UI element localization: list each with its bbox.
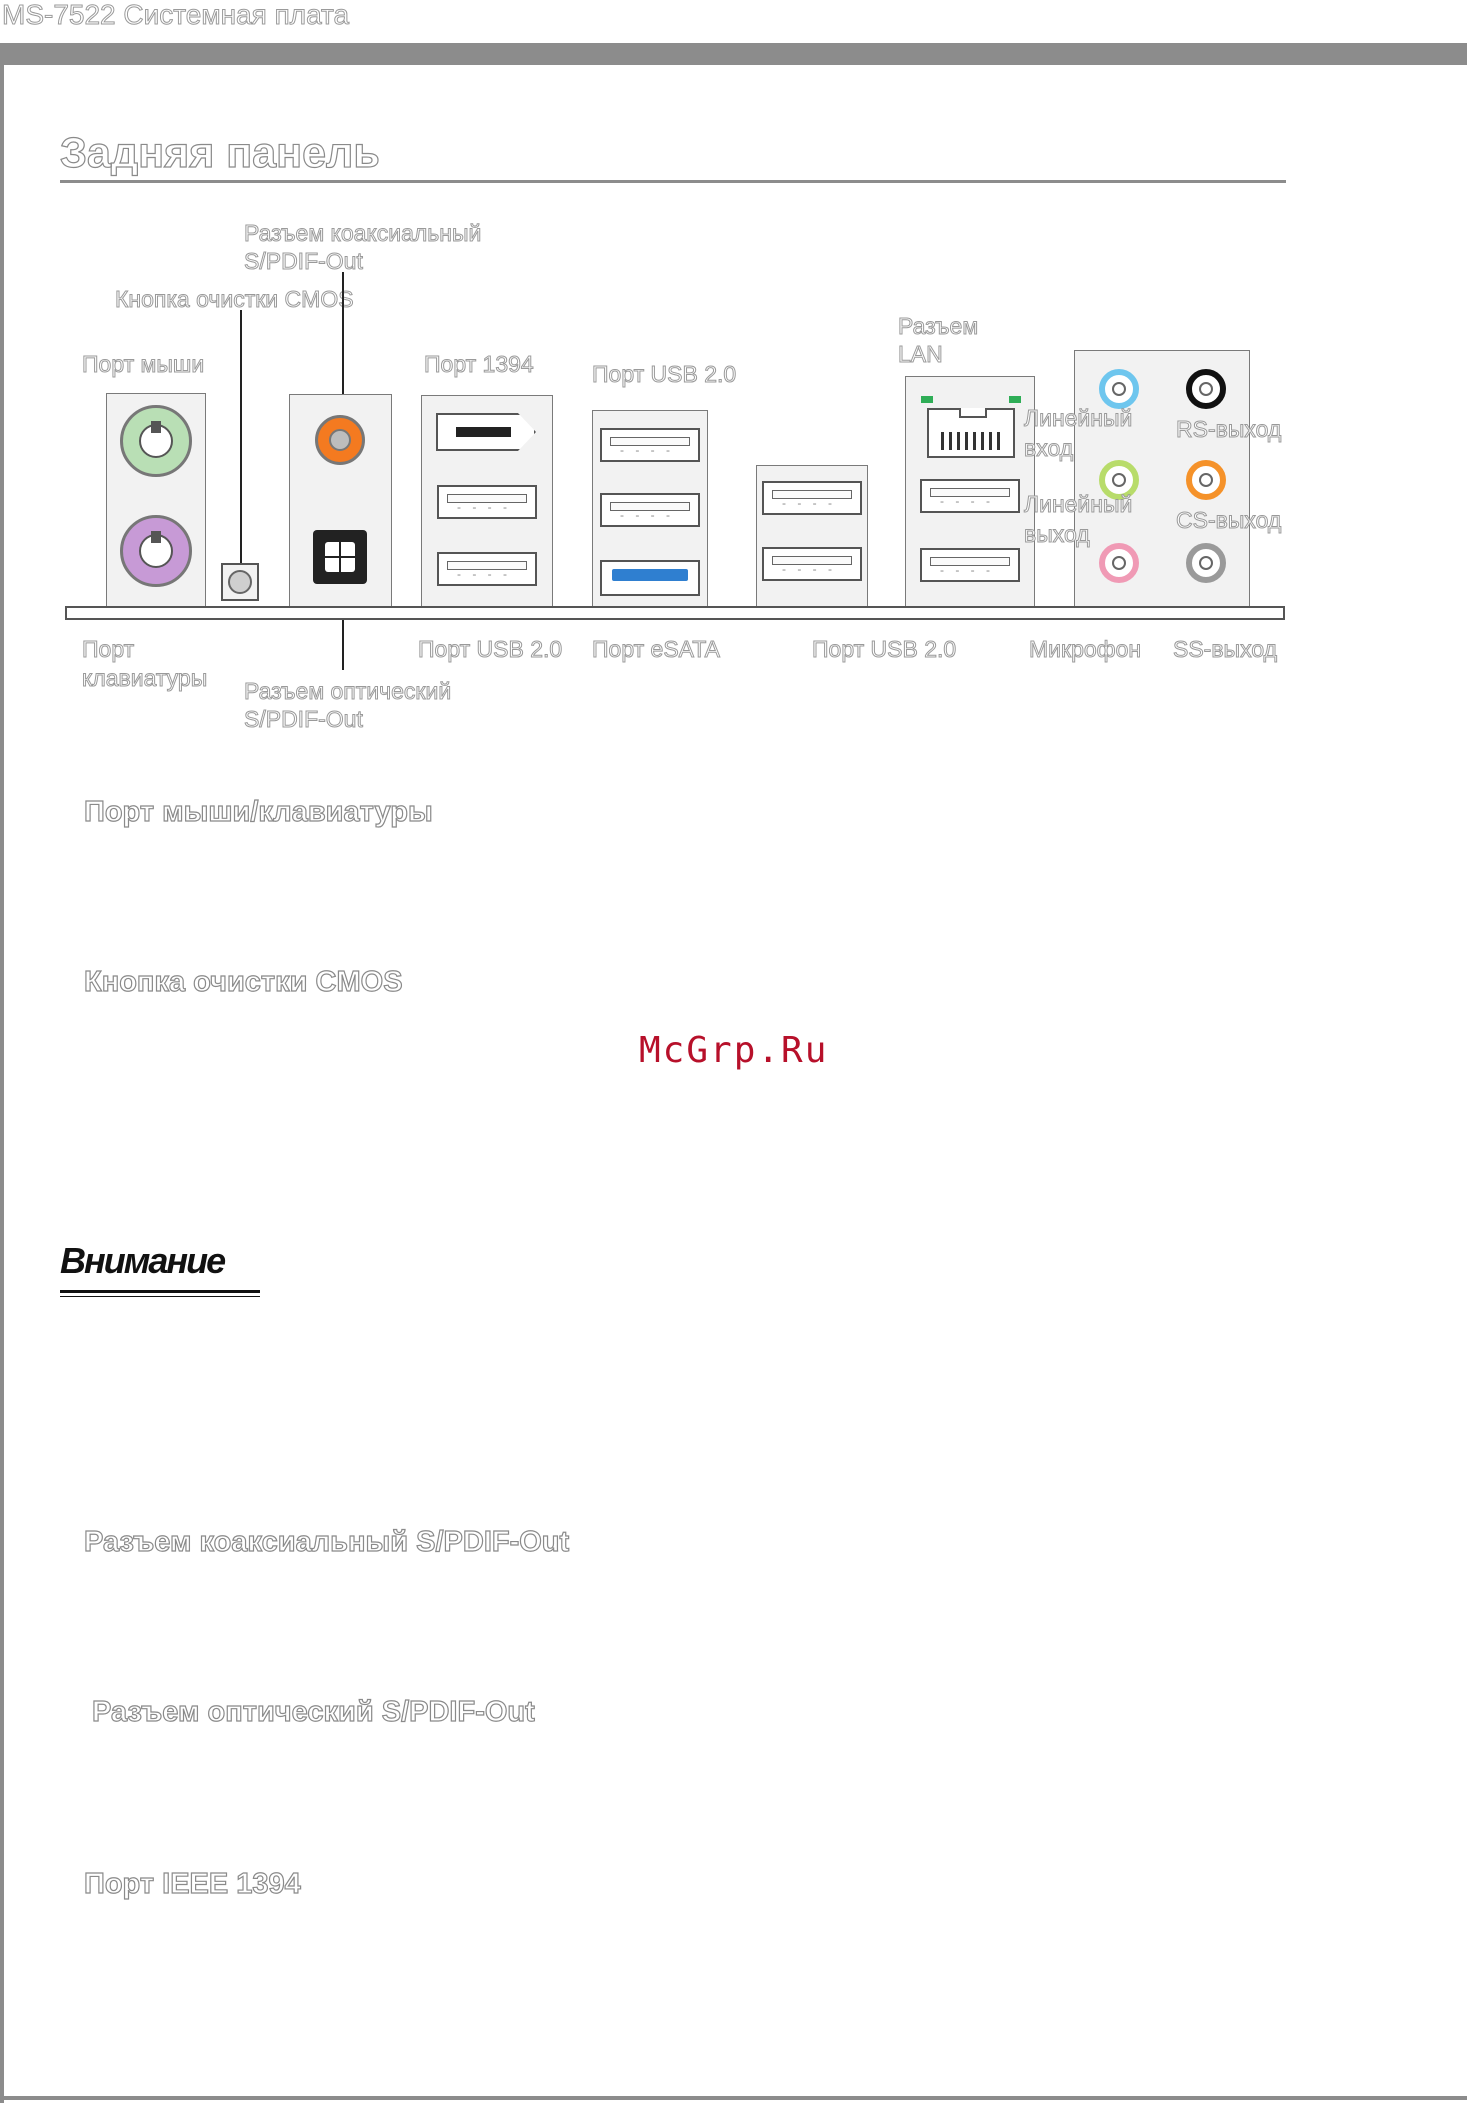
ss-out-jack-icon (1186, 543, 1226, 583)
attention-underline-2 (60, 1296, 260, 1297)
watermark: McGrp.Ru (639, 1030, 829, 1071)
attention-underline (60, 1290, 260, 1293)
line-out-jack-icon (1099, 460, 1139, 500)
usb-bottom-right-label: Порт USB 2.0 (811, 636, 957, 663)
usb-port-icon (920, 548, 1020, 582)
running-title: MS-7522 Системная плата (1, 0, 350, 30)
panel-baseline (65, 606, 1285, 620)
header-bar (0, 43, 1467, 65)
esata-label: Порт eSATA (592, 636, 721, 663)
cmos-lead-line (240, 310, 242, 565)
line-in-label-1: Линейный (1023, 405, 1133, 432)
cs-out-jack-icon (1186, 460, 1226, 500)
lan-label-2: LAN (898, 341, 944, 368)
line-out-label-2: выход (1024, 521, 1091, 548)
usb-port-icon (762, 481, 862, 515)
cs-out-label: CS-выход (1175, 507, 1282, 534)
optical-lead-line (342, 598, 344, 670)
cmos-button-icon (221, 563, 259, 601)
left-rule (0, 43, 4, 2103)
mouse-port-label: Порт мыши (81, 351, 205, 378)
rs-out-label: RS-выход (1175, 416, 1282, 443)
coax-lead-line (342, 272, 344, 434)
usb-port-icon (437, 552, 537, 586)
section-title: Задняя панель (59, 128, 380, 177)
usb-port-icon (762, 547, 862, 581)
esata-port-icon (600, 560, 700, 596)
usb-port-icon (920, 479, 1020, 513)
usb-bottom-left-label: Порт USB 2.0 (417, 636, 563, 663)
usb-top-label: Порт USB 2.0 (591, 361, 737, 388)
cmos-button-label: Кнопка очистки CMOS (115, 286, 355, 313)
line-out-label-1: Линейный (1023, 491, 1133, 518)
optical-label-1: Разъем оптический (243, 678, 452, 705)
usb-port-icon (600, 428, 700, 462)
mic-jack-icon (1099, 543, 1139, 583)
usb-port-icon (437, 485, 537, 519)
keyboard-port-label-2: клавиатуры (81, 665, 208, 692)
mouse-port-icon (120, 405, 192, 477)
ieee1394-port-icon (436, 413, 536, 451)
lan-port-icon (919, 386, 1023, 466)
port-1394-label: Порт 1394 (424, 351, 535, 378)
section-title-underline (60, 180, 1286, 183)
coax-label-top-1: Разъем коаксиальный (243, 220, 482, 247)
lan-label-1: Разъем (897, 313, 979, 340)
line-in-label-2: вход (1023, 435, 1074, 462)
coax-section-heading: Разъем коаксиальный S/PDIF-Out (83, 1525, 570, 1558)
usb-port-icon (600, 493, 700, 527)
mic-label: Микрофон (1028, 636, 1142, 663)
keyboard-port-label-1: Порт (81, 636, 135, 663)
coax-label-top-2: S/PDIF-Out (244, 248, 364, 275)
bottom-rule (0, 2096, 1467, 2100)
ps2-section-heading: Порт мыши/клавиатуры (83, 795, 433, 828)
optical-spdif-icon (313, 530, 367, 584)
optical-section-heading: Разъем оптический S/PDIF-Out (91, 1695, 535, 1728)
cmos-section-heading: Кнопка очистки CMOS (83, 965, 403, 998)
attention-heading: Внимание (60, 1240, 226, 1281)
coax-spdif-icon (315, 415, 365, 465)
ss-out-label: SS-выход (1172, 636, 1278, 663)
keyboard-port-icon (120, 515, 192, 587)
line-in-jack-icon (1099, 369, 1139, 409)
ieee1394-section-heading: Порт IEEE 1394 (83, 1867, 301, 1900)
rs-out-jack-icon (1186, 369, 1226, 409)
optical-label-2: S/PDIF-Out (244, 706, 364, 733)
